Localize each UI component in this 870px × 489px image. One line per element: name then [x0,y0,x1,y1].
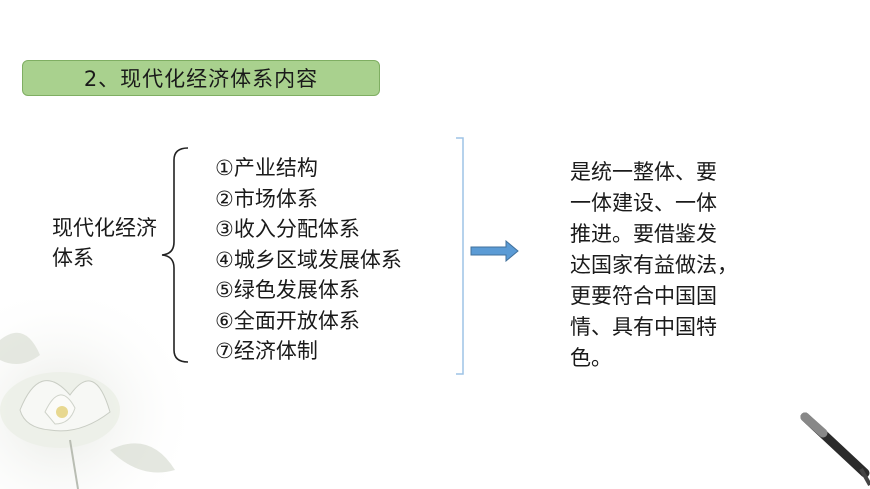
section-title-text: 2、现代化经济体系内容 [83,67,319,91]
right-bracket [456,137,464,375]
summary-text: 是统一整体、要 一体建设、一体 推进。要借鉴发 达国家有益做法， 更要符合中国国… [570,157,760,374]
list-item: ①产业结构 [215,156,318,180]
concept-label: 现代化经济 体系 [52,213,184,273]
system-list: ①产业结构 ②市场体系 ③收入分配体系 ④城乡区域发展体系 ⑤绿色发展体系 ⑥全… [215,153,402,367]
right-arrow-icon [470,240,519,262]
summary-line: 情、具有中国特 [570,315,717,339]
left-brace [161,147,189,363]
summary-line: 更要符合中国国 [570,284,717,308]
list-item: ④城乡区域发展体系 [215,247,402,272]
list-item: ③收入分配体系 [215,217,360,241]
summary-line: 色。 [570,346,612,370]
lotus-decoration [0,300,200,489]
summary-line: 一体建设、一体 [570,191,717,215]
list-item: ②市场体系 [215,186,318,211]
list-item: ⑦经济体制 [215,339,318,363]
brush-decoration [800,412,870,486]
summary-line: 是统一整体、要 [570,160,717,184]
list-item: ⑤绿色发展体系 [215,278,360,302]
section-title: 2、现代化经济体系内容 [22,60,380,96]
list-item: ⑥全面开放体系 [215,308,360,333]
summary-line: 推进。要借鉴发 [570,222,717,246]
concept-label-line2: 体系 [52,246,94,270]
concept-label-line1: 现代化经济 [52,216,157,240]
summary-line: 达国家有益做法， [570,253,738,277]
